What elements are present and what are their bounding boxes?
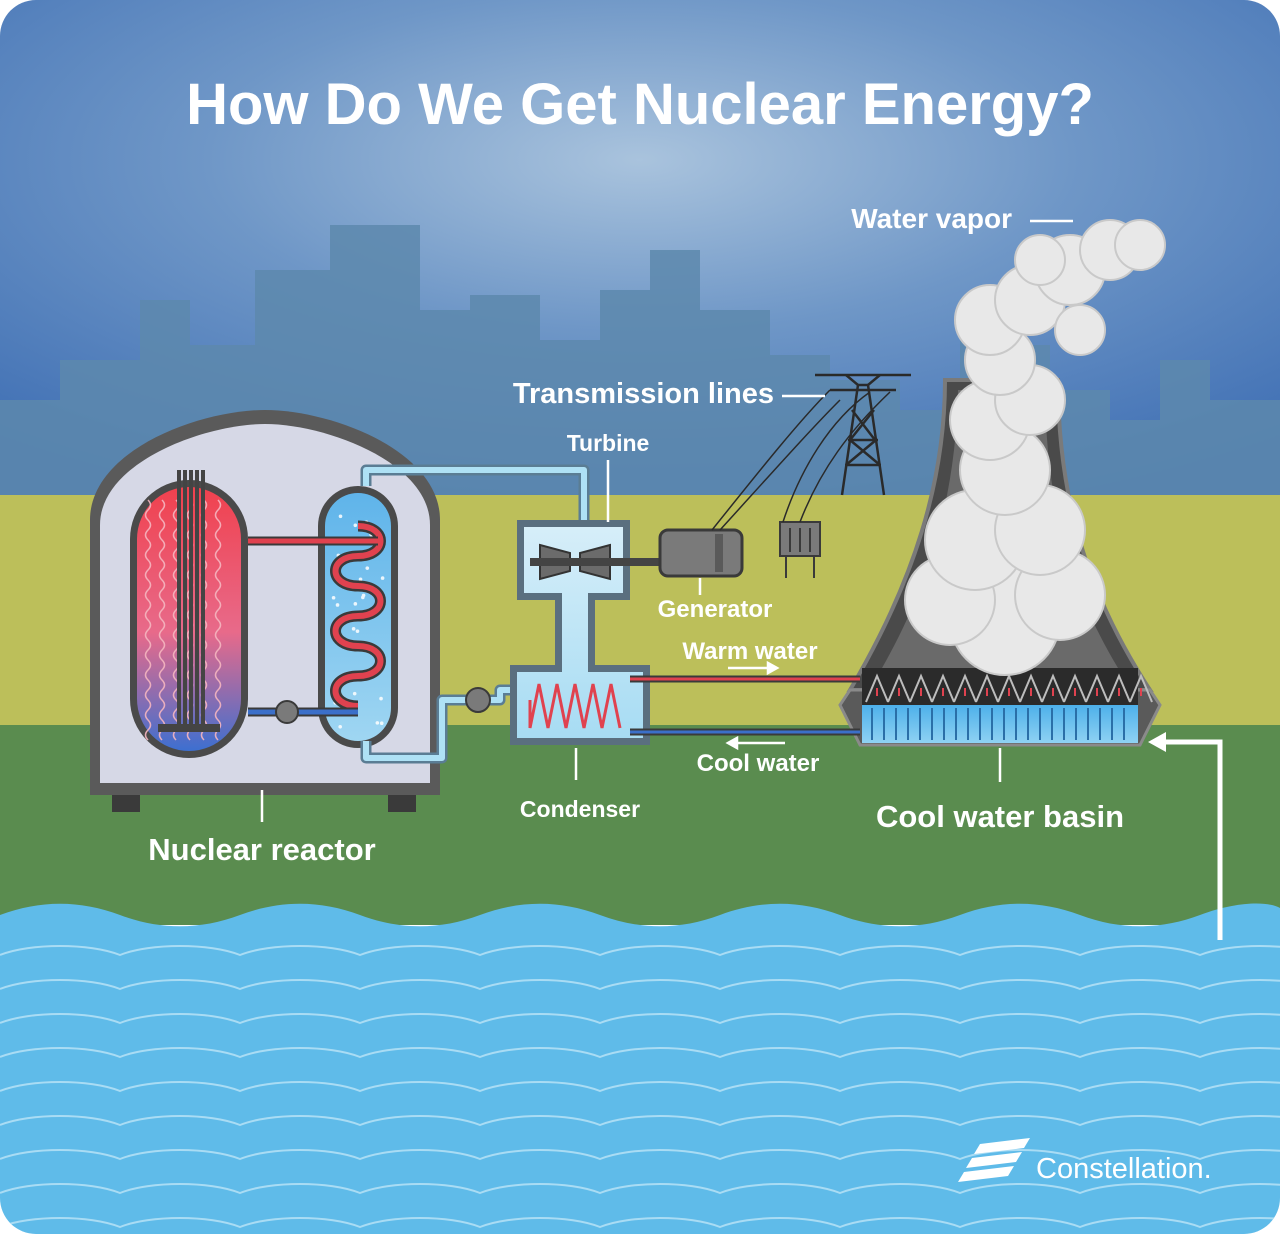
turbine-condenser-unit xyxy=(510,520,660,745)
flow-arrows xyxy=(725,660,785,751)
transformer xyxy=(779,521,821,578)
label-cool-water-basin: Cool water basin xyxy=(876,799,1124,834)
label-transmission-lines: Transmission lines xyxy=(513,378,774,410)
label-warm-water: Warm water xyxy=(682,638,817,665)
power-lines xyxy=(711,389,891,531)
brand-name: Constellation. xyxy=(1036,1153,1212,1185)
label-cool-water: Cool water xyxy=(697,750,820,777)
page-title: How Do We Get Nuclear Energy? xyxy=(186,72,1094,137)
water-intake-arrow xyxy=(1148,732,1223,940)
secondary-loop-pipes xyxy=(360,464,590,764)
label-leader-lines xyxy=(260,219,1073,822)
steam-cloud xyxy=(904,219,1166,676)
label-nuclear-reactor: Nuclear reactor xyxy=(148,832,375,867)
label-turbine: Turbine xyxy=(567,430,650,456)
nuclear-reactor-building xyxy=(90,410,440,812)
generator xyxy=(658,528,744,578)
label-generator: Generator xyxy=(658,596,773,623)
water-waves xyxy=(0,945,1280,1229)
label-water-vapor: Water vapor xyxy=(851,203,1012,234)
transmission-tower xyxy=(815,373,911,496)
cooling-water-pipes xyxy=(630,675,860,736)
constellation-logo-icon xyxy=(958,1138,1030,1182)
label-condenser: Condenser xyxy=(520,796,640,822)
